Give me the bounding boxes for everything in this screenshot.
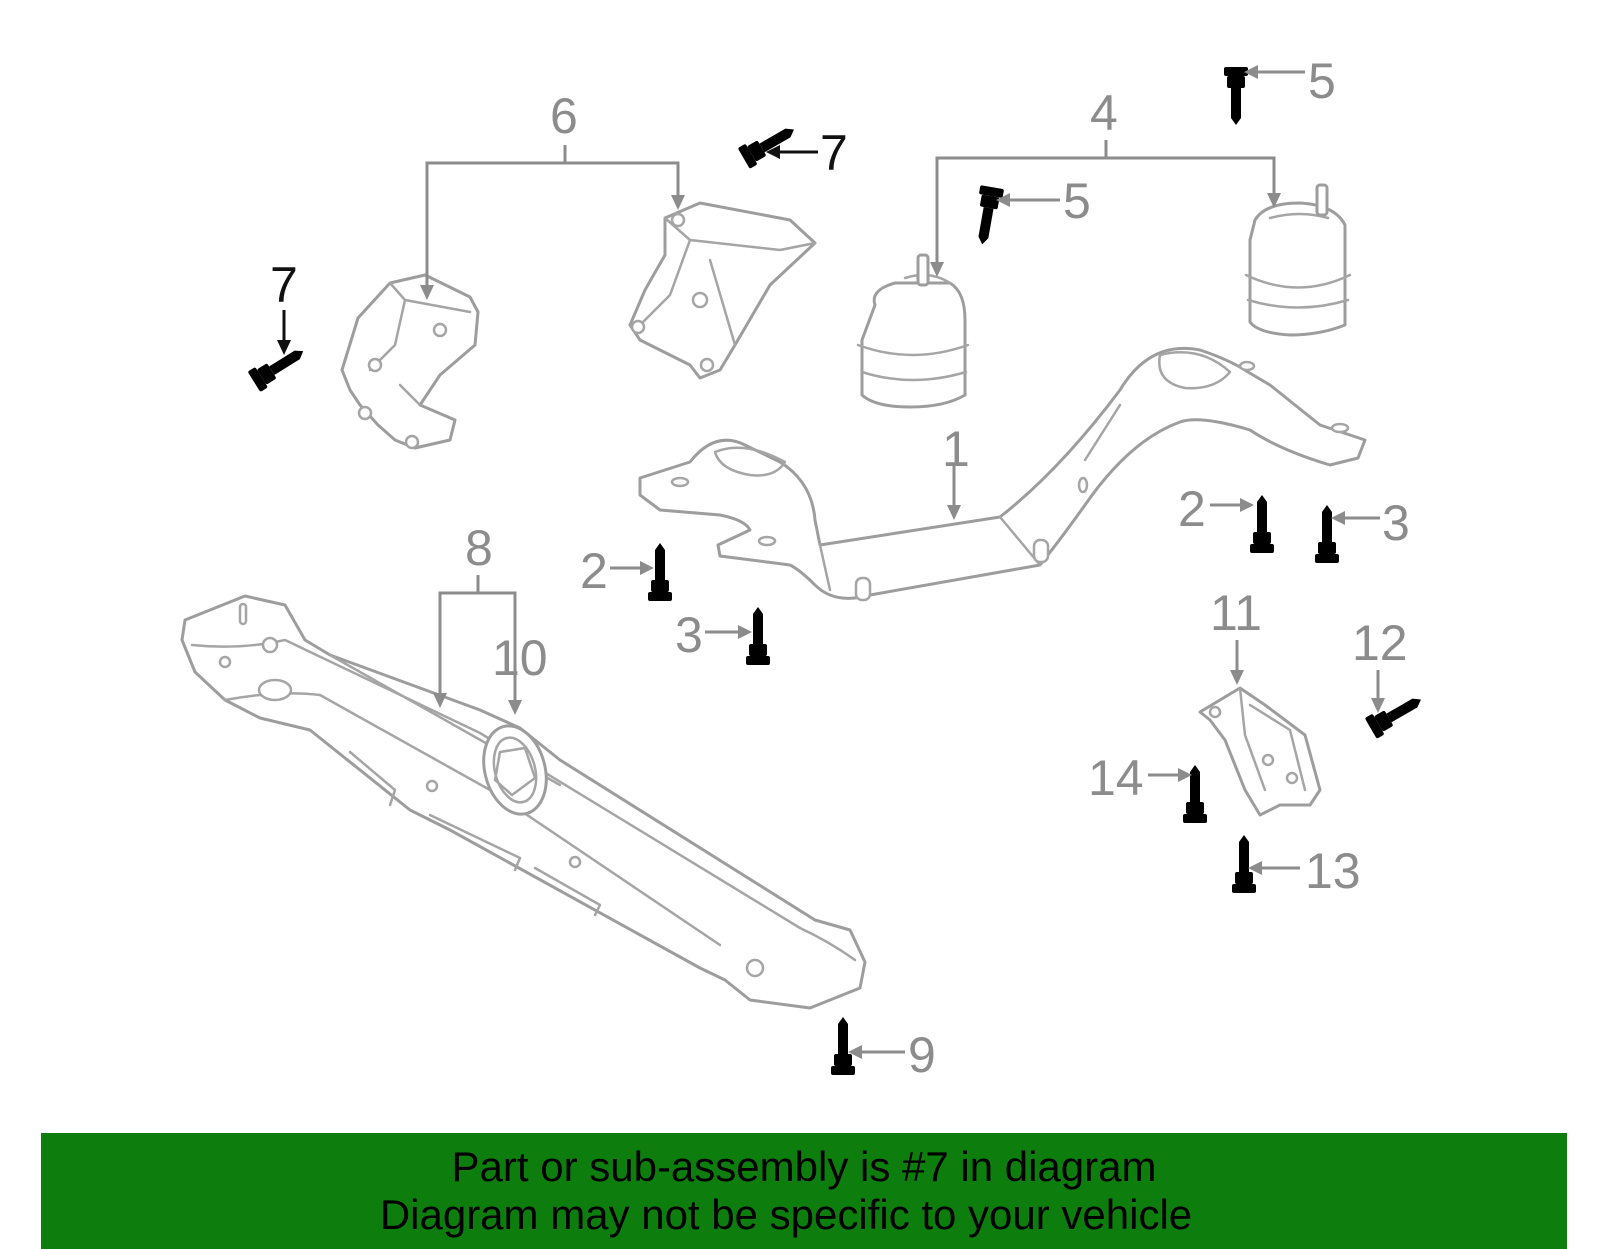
banner-line-disclaimer: Diagram may not be specific to your vehi… [379,1191,1193,1238]
callout-2-right: 2 [1178,481,1206,537]
callout-3-right: 3 [1382,495,1410,551]
callout-7-top: 7 [820,125,848,181]
callout-3-left: 3 [675,607,703,663]
leader-lines [425,70,1380,1054]
banner-line-part-number: Part or sub-assembly is #7 in diagram [451,1143,1157,1190]
callout-9: 9 [908,1027,936,1083]
callout-14: 14 [1088,750,1144,806]
callout-13: 13 [1305,843,1361,899]
callout-7-left: 7 [270,257,298,313]
engine-mount-right [1244,183,1352,337]
bolt-icon-3-right [1315,505,1339,563]
callout-11: 11 [1210,585,1262,641]
leader-arrowheads [420,65,1385,1059]
callout-labels: 1 2 3 2 3 4 5 5 6 7 7 8 9 10 11 12 13 14 [270,53,1410,1083]
engine-mount-left [856,253,970,409]
callout-4: 4 [1090,85,1118,141]
info-banner: Part or sub-assembly is #7 in diagram Di… [41,1133,1567,1249]
engine-crossmember-part-1 [638,346,1367,602]
mount-bracket-right [628,201,817,380]
highlighted-bolt-icon-7-left [247,340,310,393]
mount-bracket-left [340,273,480,450]
bolt-icon-5-top [1224,67,1248,125]
bolt-icon-2-right [1250,495,1274,553]
bolt-icon-3-left [746,607,770,665]
crossmember-bushing-part-10 [482,724,548,816]
callout-5-middle: 5 [1063,173,1091,229]
callout-5-top: 5 [1308,53,1336,109]
callout-6: 6 [550,88,578,144]
bolt-icon-13 [1232,835,1256,893]
bolt-icon-5-middle [970,185,1005,247]
leader-lines-highlight [277,145,818,355]
callout-12: 12 [1352,615,1408,671]
bolt-icon-9 [831,1017,855,1075]
callout-8: 8 [465,520,493,576]
callout-10: 10 [492,630,548,686]
bolt-icon-2-left [648,543,672,601]
callout-2-left: 2 [580,543,608,599]
mount-bracket-part-11 [1198,686,1322,817]
bolt-icon-12 [1364,689,1427,739]
callout-1: 1 [942,421,970,477]
highlighted-bolt-icon-7-top [737,119,800,169]
